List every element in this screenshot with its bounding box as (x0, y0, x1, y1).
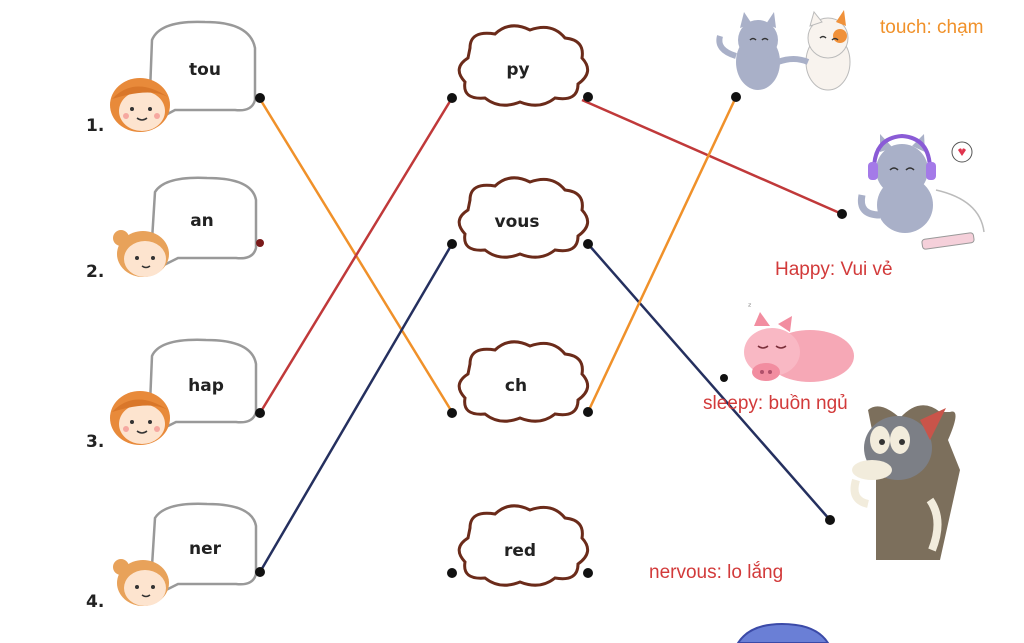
dot-mid-left-vous[interactable] (447, 239, 457, 249)
middle-item-py: py (457, 24, 590, 107)
connection-line-vous-nervous (587, 243, 831, 521)
connection-line-hap-py (258, 97, 454, 414)
syllable-red: red (504, 541, 536, 561)
item-number-2: 2. (86, 262, 105, 282)
dot-right-touch[interactable] (731, 92, 741, 102)
sleepy-pig-image: ᶻ (744, 302, 854, 382)
girl-face-icon (113, 230, 169, 277)
middle-item-ch: ch (457, 340, 590, 423)
syllable-py: py (506, 60, 529, 80)
left-item-3: hap (110, 338, 258, 445)
dot-right-sleepy[interactable] (720, 374, 728, 382)
dot-mid-left-red[interactable] (447, 568, 457, 578)
connection-line-ch-touch (586, 96, 738, 413)
nervous-cat-tom-image (850, 405, 960, 560)
syllable-hap: hap (188, 376, 224, 396)
dot-mid-right-vous[interactable] (583, 239, 593, 249)
touching-cats-image (716, 10, 851, 91)
dot-right-happy[interactable] (837, 209, 847, 219)
partial-image-bottom (736, 622, 830, 643)
syllable-an: an (190, 211, 214, 231)
item-number-1: 1. (86, 116, 105, 136)
dot-left-2[interactable] (256, 239, 264, 247)
cloud-shape (457, 340, 590, 423)
cloud-shape (457, 176, 590, 259)
syllable-tou: tou (189, 60, 221, 80)
left-item-4: ner (113, 502, 258, 606)
left-item-1: tou (110, 20, 257, 132)
dot-mid-left-ch[interactable] (447, 408, 457, 418)
translation-happy: Happy: Vui vẻ (775, 259, 893, 280)
dot-left-4[interactable] (255, 567, 265, 577)
translation-touch: touch: chạm (880, 17, 984, 38)
cloud-shape (457, 24, 590, 107)
dot-mid-right-ch[interactable] (583, 407, 593, 417)
middle-item-red: red (457, 504, 590, 587)
cloud-shape (457, 504, 590, 587)
connection-line-py-happy (581, 98, 843, 216)
item-number-3: 3. (86, 432, 105, 452)
dot-mid-right-py[interactable] (583, 92, 593, 102)
translation-sleepy: sleepy: buồn ngủ (703, 393, 848, 414)
dot-right-nervous[interactable] (825, 515, 835, 525)
syllable-ner: ner (189, 539, 222, 559)
syllable-ch: ch (505, 376, 527, 396)
translation-nervous: nervous: lo lắng (649, 562, 784, 583)
left-item-2: an (113, 176, 258, 277)
dot-left-3[interactable] (255, 408, 265, 418)
middle-item-vous: vous (457, 176, 590, 259)
svg-text:ᶻ: ᶻ (748, 302, 752, 313)
connection-dots (255, 92, 847, 578)
dot-mid-left-py[interactable] (447, 93, 457, 103)
dot-mid-right-red[interactable] (583, 568, 593, 578)
connection-line-ner-vous (258, 243, 454, 573)
girl-face-icon (110, 391, 170, 445)
dot-left-1[interactable] (255, 93, 265, 103)
girl-face-icon (110, 78, 170, 132)
syllable-vous: vous (495, 212, 540, 232)
item-number-4: 4. (86, 592, 105, 612)
girl-face-icon (113, 559, 169, 606)
happy-cat-headphones-image (857, 133, 985, 250)
